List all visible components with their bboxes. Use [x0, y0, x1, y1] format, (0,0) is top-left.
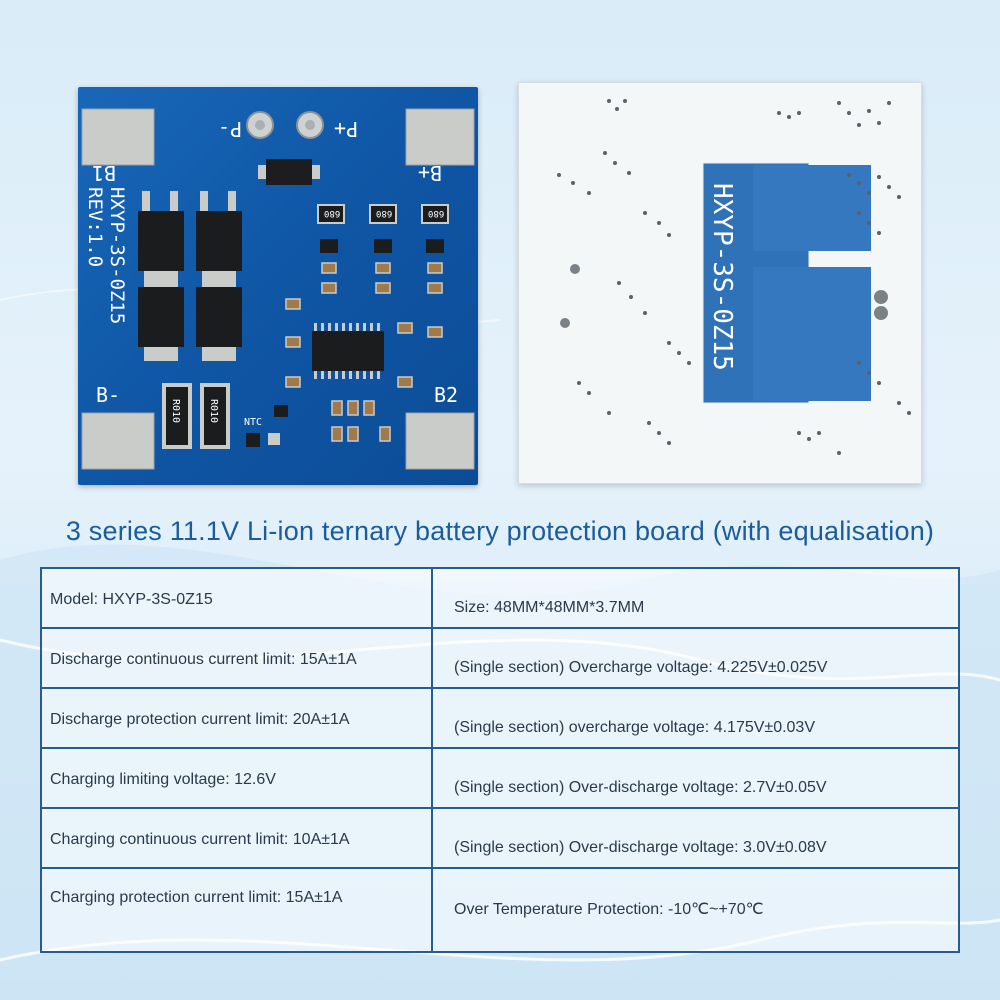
silk-pminus: P-	[218, 117, 243, 141]
page-title: 3 series 11.1V Li-ion ternary battery pr…	[65, 516, 935, 546]
silk-model: HXYP-3S-0Z15	[106, 187, 128, 325]
pcb-back-art	[557, 99, 911, 455]
silk-resistor-1: R010	[170, 399, 181, 424]
silk-ntc: NTC	[244, 417, 263, 428]
table-row: Model: HXYP-3S-0Z15 Size: 48MM*48MM*3.7M…	[42, 569, 958, 629]
silk-smd-3: 680	[428, 208, 445, 218]
spec-charging-continuous: Charging continuous current limit: 10A±1…	[50, 831, 350, 848]
spec-overdischarge-voltage: (Single section) Over-discharge voltage:…	[454, 779, 827, 796]
spec-overcharge-release: (Single section) overcharge voltage: 4.1…	[454, 719, 815, 736]
back-silk-model: HXYP-3S-0Z15	[707, 183, 737, 371]
spec-table: Model: HXYP-3S-0Z15 Size: 48MM*48MM*3.7M…	[40, 567, 960, 953]
silk-pplus: P+	[334, 117, 359, 141]
silk-smd-1: 680	[324, 208, 341, 218]
spec-discharge-protection: Discharge protection current limit: 20A±…	[50, 711, 350, 728]
table-divider	[42, 807, 958, 809]
table-divider	[42, 627, 958, 629]
silk-bplus: B+	[418, 161, 443, 185]
spec-discharge-continuous: Discharge continuous current limit: 15A±…	[50, 651, 357, 668]
table-row: Charging limiting voltage: 12.6V (Single…	[42, 749, 958, 809]
spec-charging-protection: Charging protection current limit: 15A±1…	[50, 889, 343, 906]
silk-b2: B2	[434, 383, 459, 407]
table-row: Discharge protection current limit: 20A±…	[42, 689, 958, 749]
pcb-back-image: HXYP-3S-0Z15	[518, 82, 922, 484]
pcb-front-image: P- P+ B1 B+ HXYP-3S-0Z15 REV:1.0 B- B2 N…	[78, 87, 478, 485]
spec-over-temperature: Over Temperature Protection: -10℃~+70℃	[454, 901, 764, 918]
table-divider	[42, 867, 958, 869]
table-row: Charging continuous current limit: 10A±1…	[42, 809, 958, 869]
table-divider	[42, 687, 958, 689]
pcb-front-art	[81, 108, 475, 470]
silk-b1: B1	[92, 161, 117, 185]
spec-overcharge-voltage: (Single section) Overcharge voltage: 4.2…	[454, 659, 828, 676]
table-divider-vertical	[431, 569, 433, 951]
table-row: Discharge continuous current limit: 15A±…	[42, 629, 958, 689]
table-row: Charging protection current limit: 15A±1…	[42, 869, 958, 929]
silk-rev: REV:1.0	[84, 187, 106, 268]
table-divider	[42, 747, 958, 749]
silk-bminus: B-	[96, 383, 121, 407]
silk-resistor-2: R010	[208, 399, 219, 424]
spec-model: Model: HXYP-3S-0Z15	[50, 591, 213, 608]
spec-size: Size: 48MM*48MM*3.7MM	[454, 599, 645, 616]
spec-overdischarge-release: (Single section) Over-discharge voltage:…	[454, 839, 827, 856]
spec-charging-voltage: Charging limiting voltage: 12.6V	[50, 771, 276, 788]
silk-smd-2: 680	[376, 208, 393, 218]
